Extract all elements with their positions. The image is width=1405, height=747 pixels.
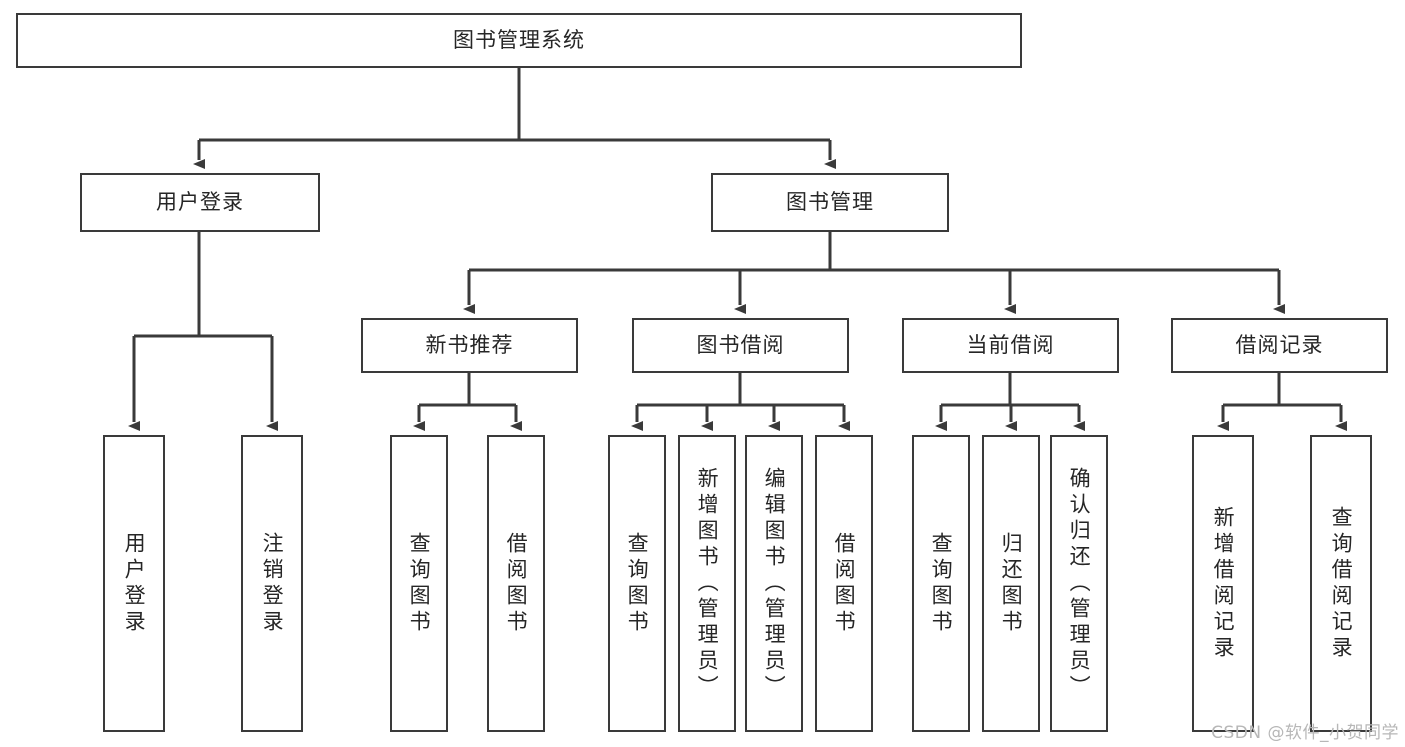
node-leaf-query-book-1-label: 查询图书: [407, 531, 432, 636]
node-borrow-record[interactable]: 借阅记录: [1171, 318, 1388, 373]
node-leaf-edit-book[interactable]: 编辑图书（管理员）: [745, 435, 803, 732]
node-leaf-borrow-book-1[interactable]: 借阅图书: [487, 435, 545, 732]
node-leaf-return-book-label: 归还图书: [999, 531, 1024, 636]
node-leaf-user-login[interactable]: 用户登录: [103, 435, 165, 732]
node-new-book-rec-label: 新书推荐: [425, 333, 514, 358]
node-current-borrow-label: 当前借阅: [966, 333, 1055, 358]
node-root[interactable]: 图书管理系统: [16, 13, 1022, 68]
node-leaf-add-record-label: 新增借阅记录: [1211, 505, 1236, 662]
node-leaf-borrow-book-2[interactable]: 借阅图书: [815, 435, 873, 732]
node-leaf-add-record[interactable]: 新增借阅记录: [1192, 435, 1254, 732]
node-leaf-query-book-1[interactable]: 查询图书: [390, 435, 448, 732]
node-leaf-user-logout-label: 注销登录: [260, 531, 285, 636]
node-leaf-borrow-book-2-label: 借阅图书: [832, 531, 857, 636]
node-book-manage[interactable]: 图书管理: [711, 173, 949, 232]
node-leaf-query-book-3-label: 查询图书: [929, 531, 954, 636]
node-leaf-edit-book-label: 编辑图书（管理员）: [762, 466, 787, 701]
node-leaf-query-book-3[interactable]: 查询图书: [912, 435, 970, 732]
node-book-manage-label: 图书管理: [786, 190, 874, 215]
node-leaf-confirm-return-label: 确认归还（管理员）: [1067, 466, 1092, 701]
node-borrow-record-label: 借阅记录: [1235, 333, 1324, 358]
node-leaf-query-book-2-label: 查询图书: [625, 531, 650, 636]
node-leaf-add-book[interactable]: 新增图书（管理员）: [678, 435, 736, 732]
node-book-borrow-label: 图书借阅: [696, 333, 785, 358]
node-current-borrow[interactable]: 当前借阅: [902, 318, 1119, 373]
node-book-borrow[interactable]: 图书借阅: [632, 318, 849, 373]
node-leaf-user-logout[interactable]: 注销登录: [241, 435, 303, 732]
node-leaf-query-record-label: 查询借阅记录: [1329, 505, 1354, 662]
node-root-label: 图书管理系统: [453, 28, 585, 53]
node-leaf-query-record[interactable]: 查询借阅记录: [1310, 435, 1372, 732]
node-user-login-label: 用户登录: [156, 190, 244, 215]
node-user-login[interactable]: 用户登录: [80, 173, 320, 232]
node-leaf-user-login-label: 用户登录: [122, 531, 147, 636]
node-new-book-rec[interactable]: 新书推荐: [361, 318, 578, 373]
node-leaf-add-book-label: 新增图书（管理员）: [695, 466, 720, 701]
node-leaf-query-book-2[interactable]: 查询图书: [608, 435, 666, 732]
node-leaf-borrow-book-1-label: 借阅图书: [504, 531, 529, 636]
node-leaf-confirm-return[interactable]: 确认归还（管理员）: [1050, 435, 1108, 732]
node-leaf-return-book[interactable]: 归还图书: [982, 435, 1040, 732]
